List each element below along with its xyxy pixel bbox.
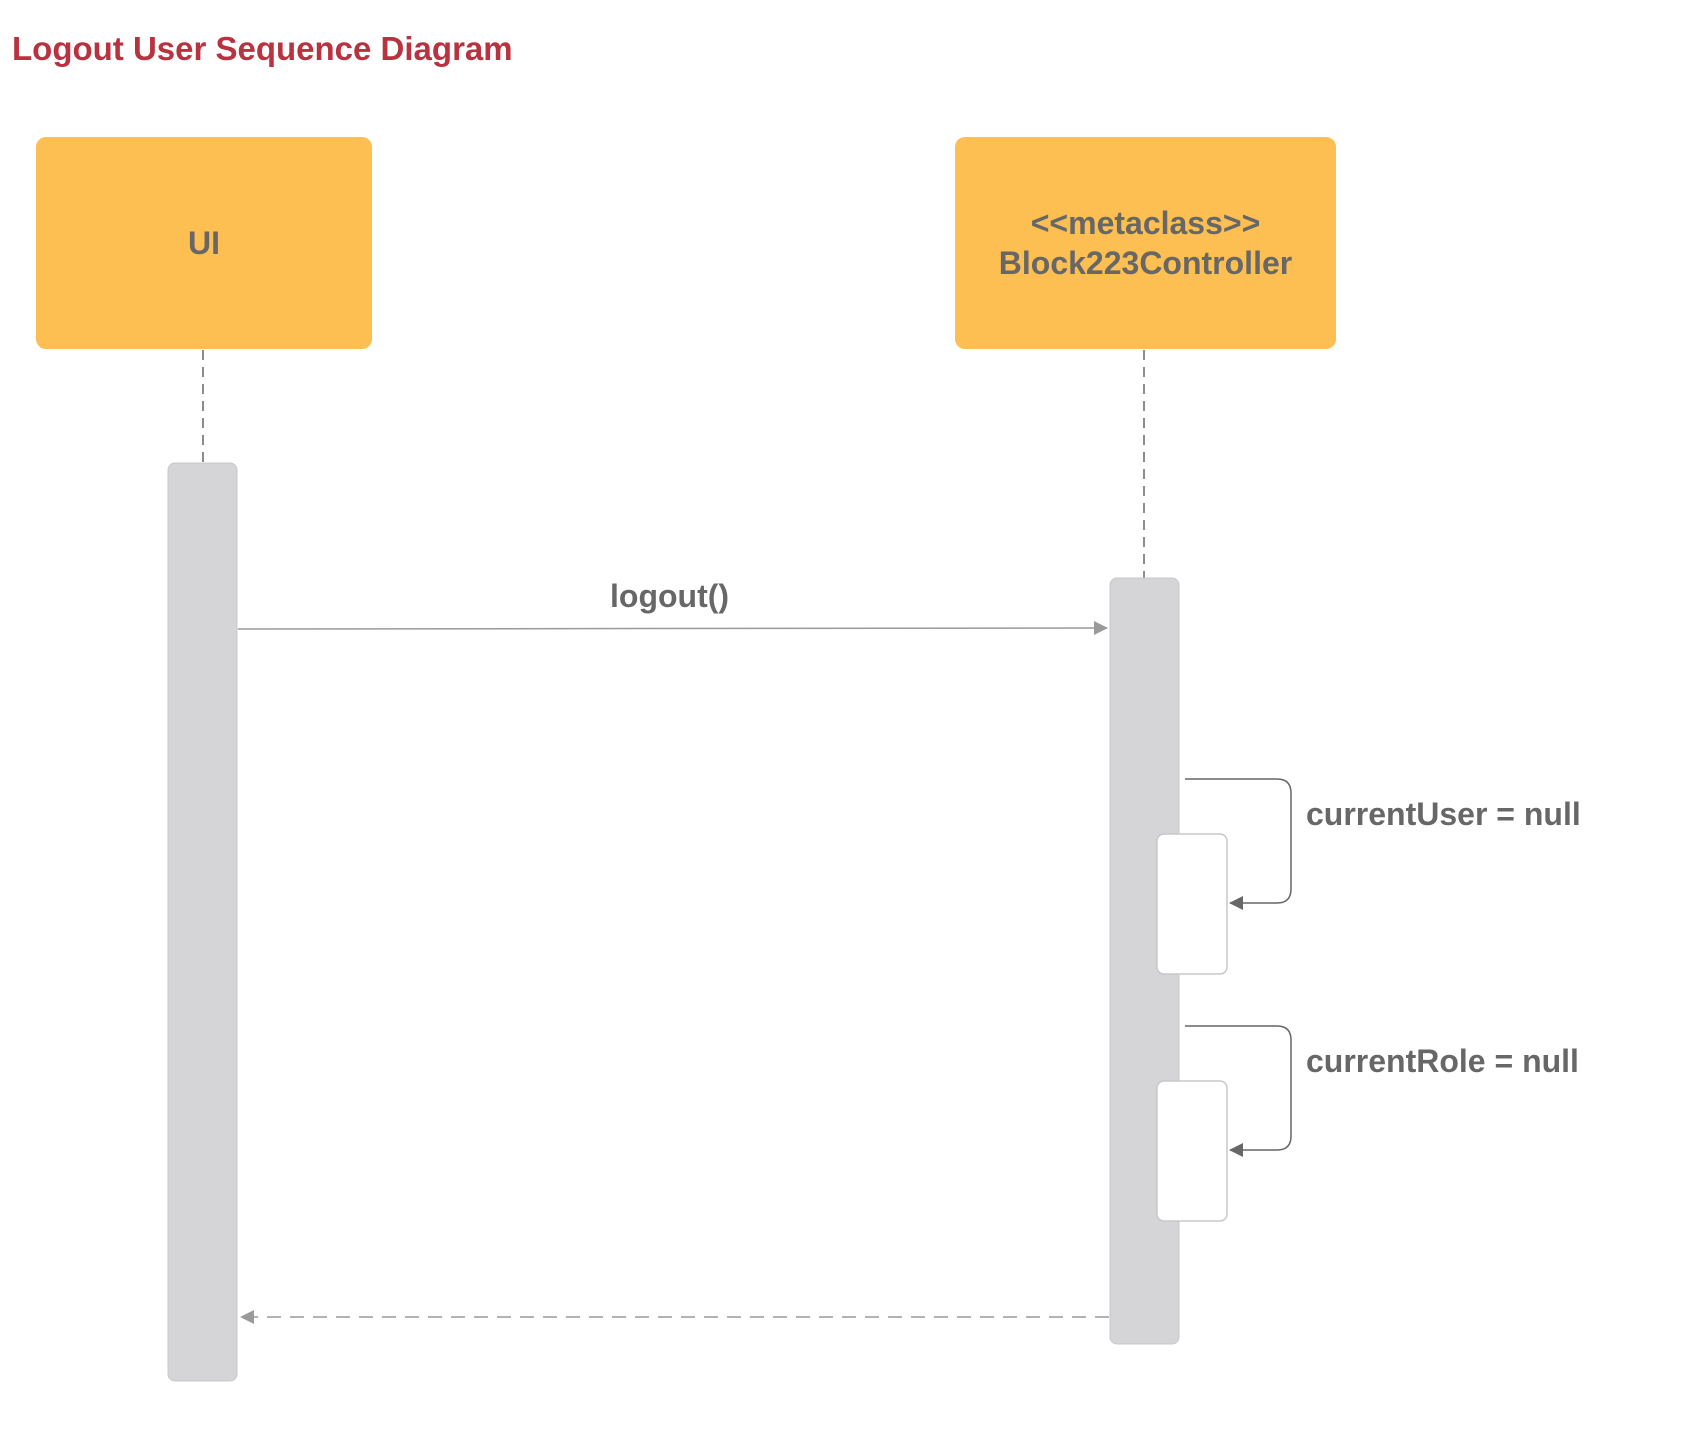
message-logout-label: logout() <box>610 578 730 614</box>
participant-block223controller[interactable]: <<metaclass>> Block223Controller <box>955 137 1336 349</box>
message-logout-arrow <box>237 621 1108 636</box>
message-set-user-label: currentUser = null <box>1306 796 1581 832</box>
activation-ui <box>167 462 238 1382</box>
activation-self-call-user <box>1156 833 1228 975</box>
participant-stereotype: <<metaclass>> <box>1030 205 1261 241</box>
diagram-title: Logout User Sequence Diagram <box>12 30 513 67</box>
message-set-user-arrow <box>1185 778 1292 910</box>
participant-ui[interactable]: UI <box>36 137 372 349</box>
message-set-role-arrow <box>1185 1025 1292 1157</box>
activation-self-call-role <box>1156 1080 1228 1222</box>
participant-controller-label: Block223Controller <box>998 245 1293 281</box>
message-set-role-label: currentRole = null <box>1306 1043 1579 1079</box>
participant-ui-label: UI <box>188 225 220 261</box>
